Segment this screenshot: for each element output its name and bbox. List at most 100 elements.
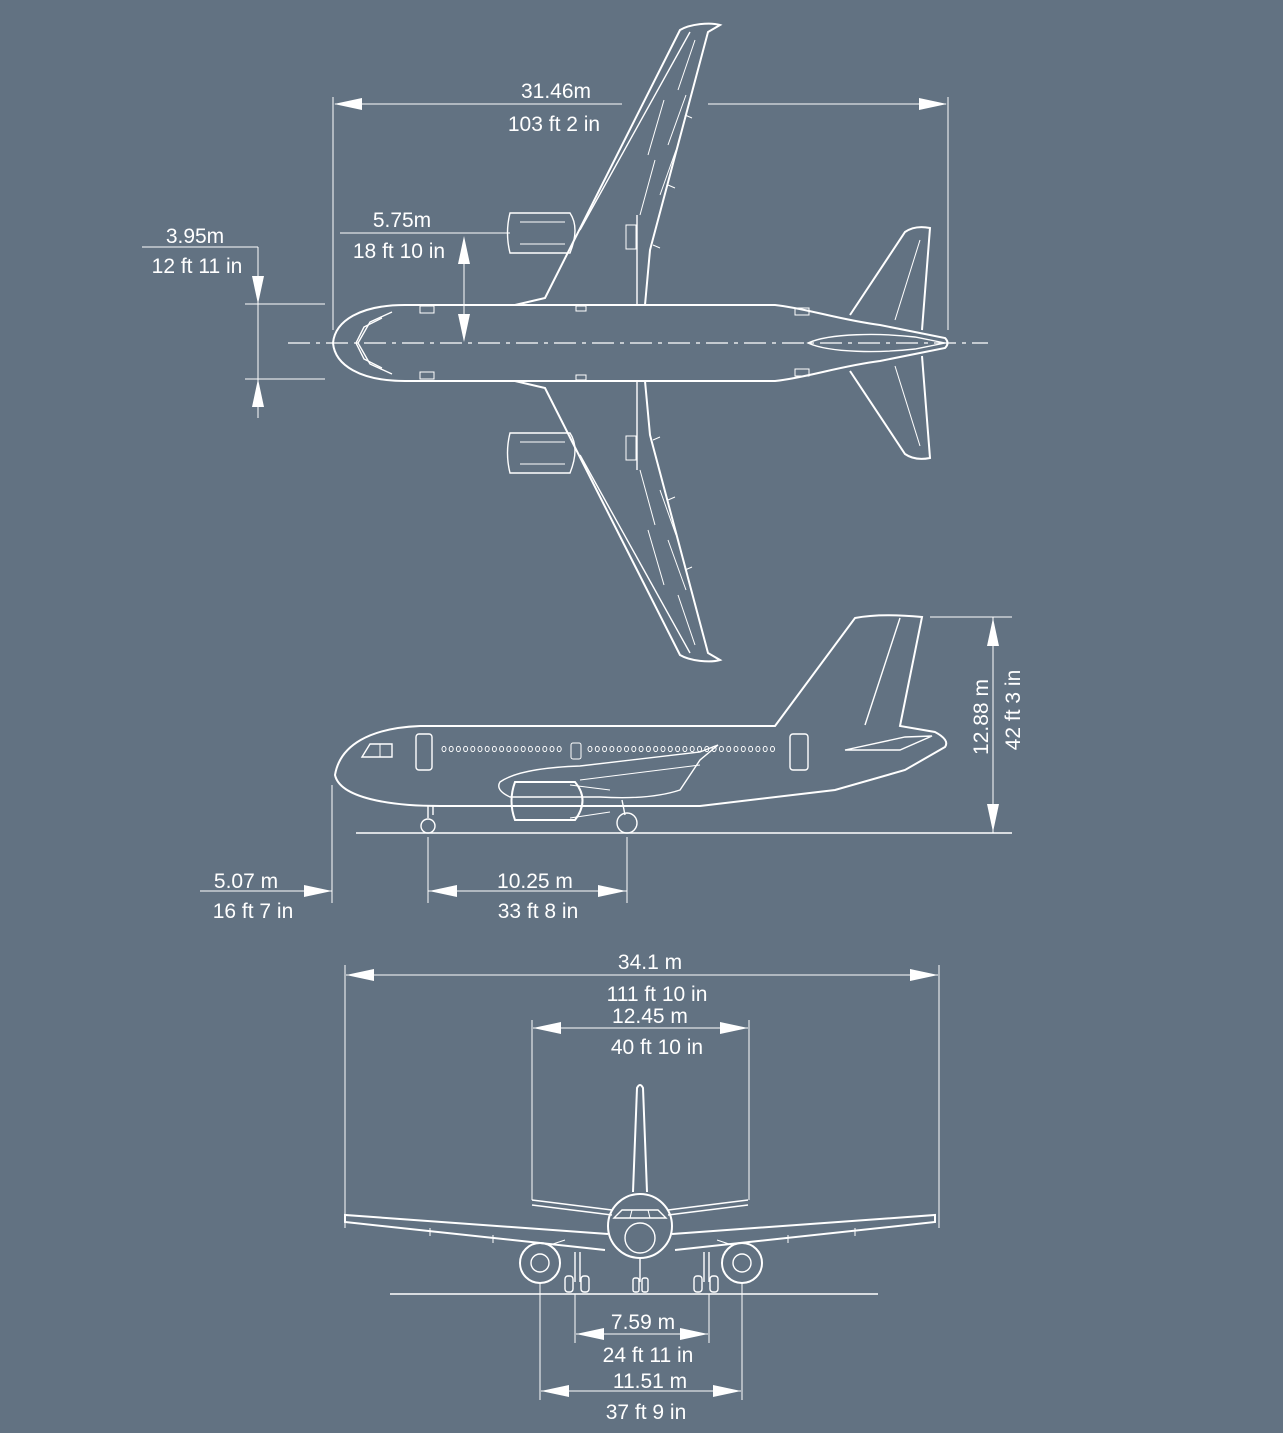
arrowhead: [304, 885, 332, 897]
side-view-pylon: [569, 784, 611, 791]
cabin-window: [638, 745, 644, 753]
side-view-front-door: [415, 733, 433, 771]
cabin-window: [653, 745, 659, 753]
cabin-window: [602, 745, 608, 753]
front-view-wheel: [564, 1275, 574, 1293]
arrowhead: [919, 98, 947, 110]
wheelbase-metric-label: 10.25 m: [497, 870, 573, 893]
cabin-window: [624, 745, 629, 753]
arrowhead: [334, 98, 362, 110]
top-view-hatch-mark: [575, 374, 587, 381]
front-view-fuselage: [607, 1193, 673, 1259]
fuselage-width-metric-label: 3.95m: [166, 225, 224, 248]
side-view: 12.88 m 42 ft 3 in 5.07 m 16 ft 7 in 10.…: [200, 614, 1025, 923]
fuselage-width-imperial-label: 12 ft 11 in: [152, 255, 243, 278]
arrowhead: [576, 1328, 604, 1340]
top-view-flap-track: [625, 435, 637, 461]
cabin-window: [609, 745, 615, 753]
cabin-window: [762, 745, 768, 753]
top-view-engine-lower-detail: [520, 441, 565, 465]
top-view-cockpit-inner: [355, 317, 383, 369]
top-view-tailplane-lower: [849, 355, 932, 460]
cabin-window: [660, 745, 666, 753]
side-view-rear-door: [789, 733, 809, 771]
arrowhead: [429, 885, 457, 897]
cabin-window: [520, 745, 526, 753]
front-view-main-gear-right: [703, 1252, 710, 1282]
front-view-wheel: [632, 1277, 640, 1293]
side-view-nose-gear-strut: [427, 805, 434, 818]
top-view-wing-upper-flaps: [639, 39, 696, 216]
cabin-window: [484, 745, 490, 753]
arrowhead: [458, 236, 470, 264]
cabin-window: [718, 745, 724, 753]
top-view-door-mark: [419, 371, 435, 380]
tailplane-imperial-label: 40 ft 10 in: [611, 1036, 703, 1059]
front-view-main-gear-left: [574, 1252, 581, 1282]
front-view-engine-right-spinner: [732, 1253, 752, 1273]
front-view-engine-right: [721, 1242, 763, 1284]
top-view-door-mark: [419, 305, 435, 314]
top-view: 31.46m 103 ft 2 in 3.95m 12 ft 11 in 5.7…: [142, 22, 988, 663]
top-view-engine-upper-detail: [520, 221, 565, 245]
side-view-cabin-windows: [441, 745, 775, 753]
side-view-fuselage: [333, 614, 948, 807]
side-view-emergency-exit: [570, 742, 582, 760]
top-view-engine-upper: [506, 212, 576, 254]
cabin-window: [556, 745, 562, 753]
front-view-vertical-tail: [632, 1084, 648, 1193]
top-view-engine-lower: [506, 432, 576, 474]
front-view-engine-left-spinner: [530, 1253, 550, 1273]
top-view-elevator-lower: [894, 365, 921, 447]
side-view-engine: [510, 781, 584, 821]
top-view-hatch-mark: [575, 305, 587, 312]
cabin-window: [645, 745, 651, 753]
arrowhead: [252, 276, 264, 304]
cabin-window: [491, 745, 497, 753]
front-view-stabilizer-right: [667, 1199, 749, 1216]
top-view-wing-upper-fairings: [652, 114, 693, 249]
cabin-window: [527, 745, 533, 753]
cabin-window: [697, 745, 702, 753]
front-view-pylons: [549, 1239, 733, 1246]
side-view-wing: [498, 744, 719, 799]
cabin-window: [616, 745, 622, 753]
cabin-window: [689, 745, 695, 753]
side-view-rudder-line: [864, 617, 901, 726]
front-view-radome: [624, 1222, 656, 1254]
cabin-window: [549, 745, 555, 753]
front-view-window-divider: [647, 1209, 651, 1219]
top-view-fuselage: [331, 304, 949, 382]
side-view-wing-detail: [579, 764, 701, 781]
cabin-window: [667, 745, 673, 753]
top-view-flap-track: [625, 224, 637, 250]
cabin-window: [682, 745, 688, 753]
top-view-wing-lower: [514, 380, 723, 663]
arrowhead: [598, 885, 626, 897]
top-view-cockpit-frame: [357, 311, 393, 375]
front-view-wheel: [580, 1275, 590, 1293]
front-view: 34.1 m 111 ft 10 in 12.45 m 40 ft 10 in …: [344, 951, 940, 1424]
front-view-wheel: [709, 1275, 719, 1293]
engine-offset-metric-label: 5.75m: [373, 209, 431, 232]
top-view-door-mark: [794, 307, 810, 316]
cabin-window: [470, 745, 476, 753]
cabin-window: [499, 745, 505, 753]
engine-offset-imperial-label: 18 ft 10 in: [353, 240, 445, 263]
front-view-wheel: [641, 1277, 649, 1293]
front-view-wing-right: [671, 1213, 936, 1251]
front-view-window-divider: [629, 1209, 633, 1219]
arrowhead: [713, 1385, 741, 1397]
front-view-engine-left: [519, 1242, 561, 1284]
top-view-wing-lower-fairings: [652, 436, 693, 571]
arrowhead: [541, 1385, 569, 1397]
side-view-pylon: [569, 811, 611, 819]
cabin-window: [463, 745, 469, 753]
wheelbase-imperial-label: 33 ft 8 in: [498, 900, 579, 923]
side-view-main-wheel: [616, 812, 638, 834]
span-top-imperial-label: 103 ft 2 in: [508, 113, 600, 136]
cabin-window: [631, 745, 637, 753]
cabin-window: [535, 745, 541, 753]
side-view-nose-wheel: [420, 818, 436, 834]
height-imperial-label: 42 ft 3 in: [1002, 670, 1025, 751]
